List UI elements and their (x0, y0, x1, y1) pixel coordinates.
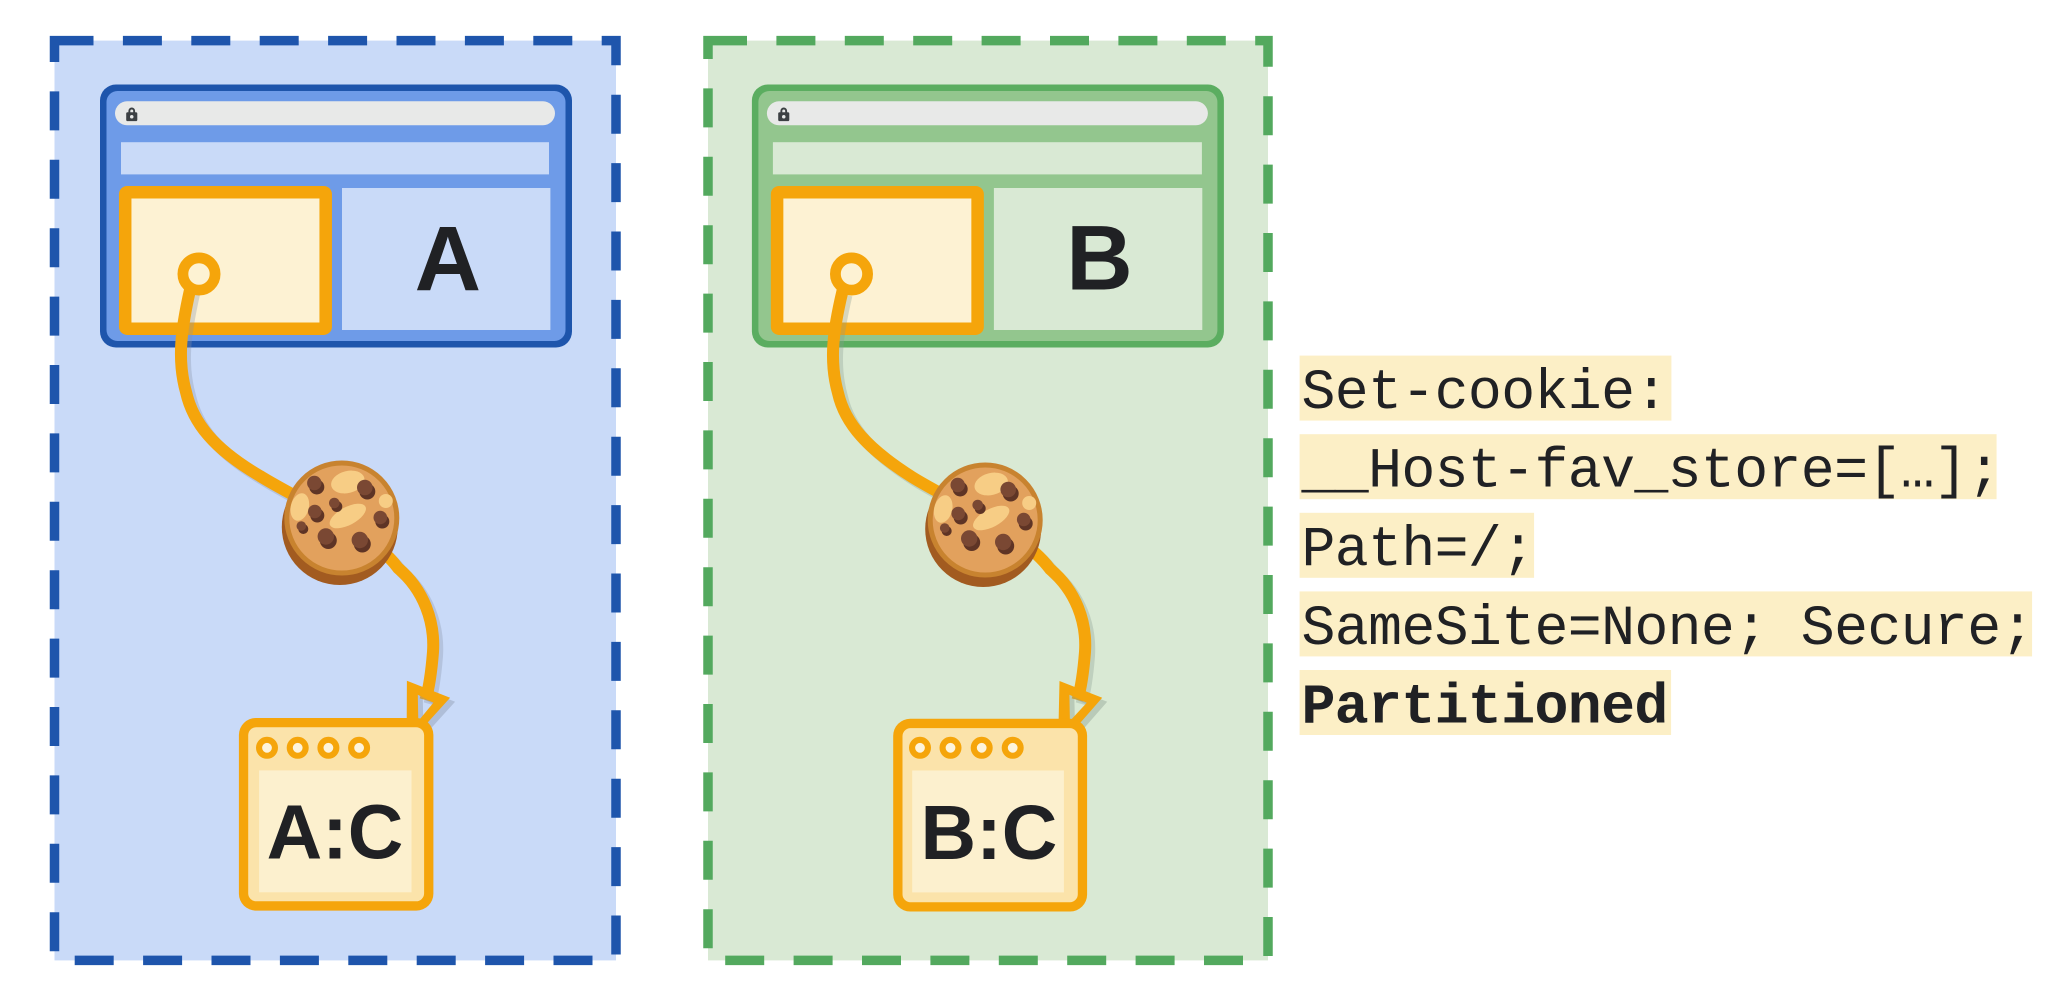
svg-text:Path=/;: Path=/; (1302, 518, 1535, 582)
svg-text:B: B (1066, 208, 1132, 310)
svg-text:A:C: A:C (267, 790, 404, 876)
svg-text:Partitioned: Partitioned (1302, 675, 1668, 739)
svg-text:Set-cookie:: Set-cookie: (1302, 361, 1668, 425)
svg-text:A: A (415, 208, 481, 310)
svg-text:__Host-fav_store=[…];: __Host-fav_store=[…]; (1301, 440, 2001, 504)
svg-text:B:C: B:C (920, 790, 1057, 876)
svg-text:SameSite=None; Secure;: SameSite=None; Secure; (1302, 597, 2034, 661)
